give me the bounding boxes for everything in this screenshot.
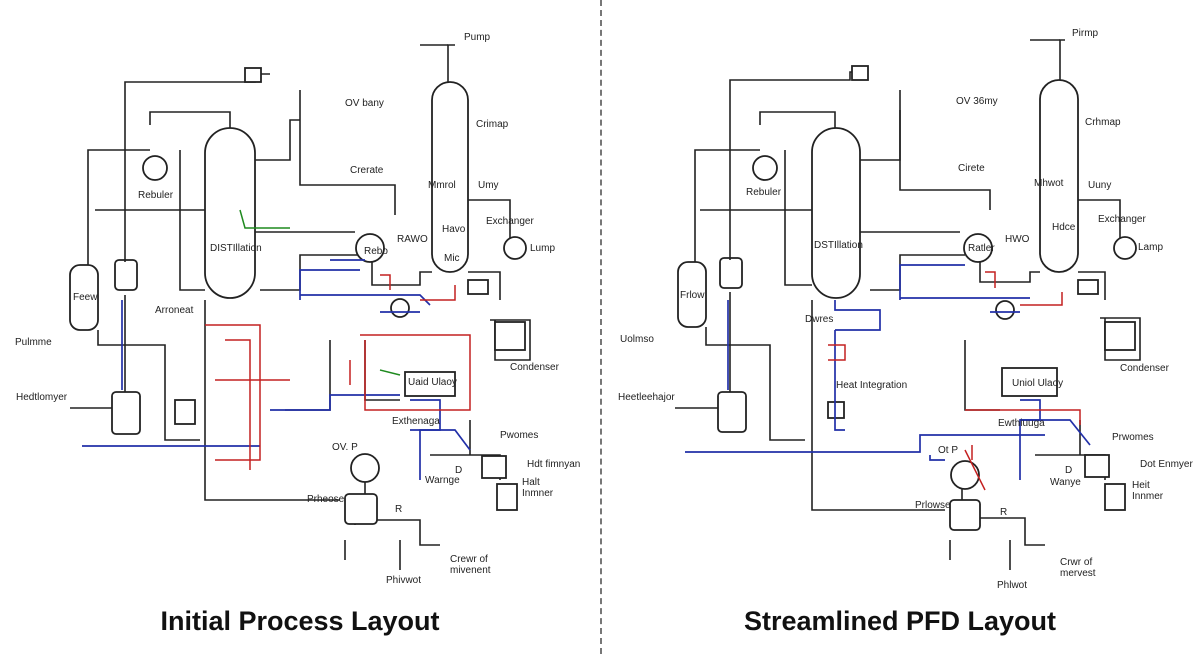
distillation-label-r: DSTIllation [814, 240, 863, 251]
crimap-label-r: Crhmap [1085, 117, 1121, 128]
red-streams-r [828, 271, 1081, 491]
havo-label-r: Hdce [1052, 222, 1076, 233]
feed-label: Feew [73, 292, 98, 303]
pump-label: Pump [464, 32, 491, 43]
mmrol-label: Mmrol [428, 180, 456, 191]
prheose-label-r: Prlowse [915, 500, 951, 511]
reboiler-label: Rebuler [138, 190, 174, 201]
exchangers-label: Exthenaga [392, 416, 440, 427]
process-lines-r [675, 39, 1141, 570]
heat-transfer-label-r: Dot Enmyer [1140, 459, 1193, 470]
condenser-label-r: Condenser [1120, 363, 1170, 374]
products-label: Pwomes [500, 430, 538, 441]
mic-label: Mic [444, 253, 460, 264]
utility-label-r: Uniol Ulaoy [1012, 378, 1063, 389]
exchanger-label: Exchanger [486, 216, 534, 227]
tall-column: Mic [431, 81, 469, 273]
heat-integration-label: Heat Integration [836, 380, 907, 391]
process-lines [70, 44, 531, 570]
feed-drum-r: Frlow [677, 261, 707, 328]
pulmme-label-r: Uolmso [620, 334, 654, 345]
feed-label-r: Frlow [680, 290, 705, 301]
small-drum [111, 259, 141, 435]
heat-exchanger-label-r: Heetleehajor [618, 392, 675, 403]
r-label-r: R [1000, 507, 1007, 518]
blue-streams-r [685, 264, 1091, 480]
small-drum-r [717, 257, 747, 433]
phiwot-label: Phivwot [386, 575, 421, 586]
tall-column-r [1039, 79, 1079, 273]
phiwot-label-r: Phlwot [997, 580, 1027, 591]
condenser-label: Condenser [510, 362, 560, 373]
crerate-label: Crerate [350, 165, 384, 176]
valve-label-r: Wanye [1050, 477, 1081, 488]
ov-label: OV bany [345, 98, 384, 109]
crerate-label-r: Cirete [958, 163, 985, 174]
streamlined-pfd-diagram: DSTIllation Frlow [618, 28, 1193, 591]
blue-streams [82, 259, 471, 480]
exchangers-label-r: Ewthiuuga [998, 418, 1045, 429]
ovp-label-r: Ot P [938, 445, 958, 456]
panel-divider [600, 0, 602, 654]
left-caption: Initial Process Layout [160, 606, 440, 636]
crimap-label: Crimap [476, 119, 509, 130]
d-label: D [455, 465, 462, 476]
rebo-label: Rebo [364, 246, 388, 257]
feed-drum: Feew [69, 264, 99, 331]
reboiler-label-r: Rebuler [746, 187, 782, 198]
ov-label-r: OV 36my [956, 96, 998, 107]
lump-label-r: Lamp [1138, 242, 1163, 253]
initial-process-diagram: DISTIllation Mic Feew [15, 32, 580, 586]
pump-label-r: Pirmp [1072, 28, 1099, 39]
mmrol-label-r: Mhwot [1034, 178, 1064, 189]
r-label: R [395, 504, 402, 515]
pulmme-label: Pulmme [15, 337, 52, 348]
distillation-label: DISTIllation [210, 243, 262, 254]
utility-label: Uaid Ulaoy [408, 377, 457, 388]
rawo-label-r: HWO [1005, 234, 1030, 245]
heat-exchanger-label: Hedtlomyer [16, 392, 68, 403]
heat-transfer-label: Hdt fimnyan [527, 459, 580, 470]
ovp-label: OV. P [332, 442, 358, 453]
red-streams [205, 274, 471, 470]
arromeat-label-r: Dwres [805, 314, 833, 325]
havo-label: Havo [442, 224, 466, 235]
exchanger-label-r: Exchanger [1098, 214, 1146, 225]
products-label-r: Prwomes [1112, 432, 1154, 443]
valve-label: Warnge [425, 475, 460, 486]
rebo-label-r: Ratler [968, 243, 995, 254]
prheose-label: Prheose [307, 494, 345, 505]
lump-label: Lump [530, 243, 555, 254]
distillation-column-r: DSTIllation [811, 127, 863, 299]
right-caption: Streamlined PFD Layout [743, 606, 1057, 636]
rawo-label: RAWO [397, 234, 428, 245]
umy-label-r: Uuny [1088, 180, 1111, 191]
green-streams [239, 209, 401, 376]
d-label-r: D [1065, 465, 1072, 476]
umy-label: Umy [478, 180, 499, 191]
distillation-column: DISTIllation [204, 127, 262, 299]
arromeat-label: Arroneat [155, 305, 194, 316]
